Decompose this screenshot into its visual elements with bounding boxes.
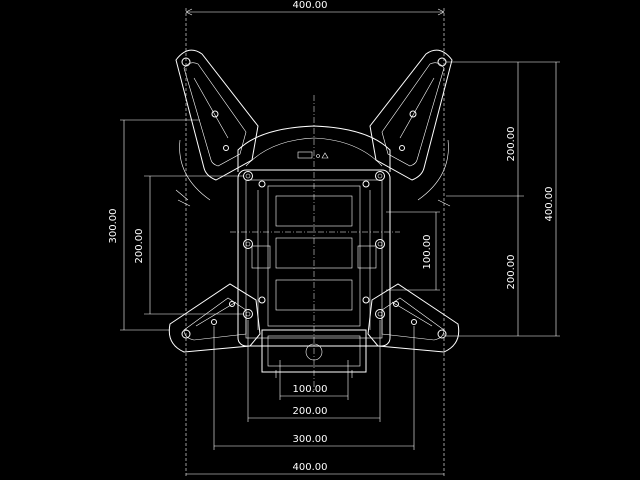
- dim-label-inner-100: 100.00: [422, 235, 433, 270]
- dimension-left-300: 300.00: [108, 119, 200, 331]
- dim-label-left-200: 200.00: [134, 229, 145, 264]
- dim-label-right-400: 400.00: [544, 187, 555, 222]
- dimension-bottom-400: 400.00: [186, 462, 444, 475]
- dimension-right-200-upper: 200.00: [446, 61, 560, 197]
- dimension-inner-100: 100.00: [386, 211, 440, 291]
- dimension-bottom-200: 200.00: [247, 320, 381, 422]
- lower-right-arm: [367, 283, 460, 353]
- central-frame: [237, 125, 391, 378]
- dimension-bottom-300: 300.00: [213, 326, 415, 450]
- dim-label-top-400: 400.00: [293, 0, 328, 11]
- dim-label-left-300: 300.00: [108, 209, 119, 244]
- dimension-right-400: 400.00: [544, 62, 557, 336]
- center-lines: [185, 8, 445, 476]
- dimension-top-400: 400.00: [185, 0, 445, 16]
- dimension-right-200-lower: 200.00: [446, 196, 560, 337]
- dim-label-bottom-100: 100.00: [293, 384, 328, 395]
- dim-label-bottom-300: 300.00: [293, 434, 328, 445]
- dim-label-right-200-upper: 200.00: [506, 127, 517, 162]
- dimension-left-200: 200.00: [134, 175, 244, 315]
- dim-label-right-200-lower: 200.00: [506, 255, 517, 290]
- dimension-bottom-100: 100.00: [279, 360, 349, 400]
- dim-label-bottom-200: 200.00: [293, 406, 328, 417]
- mounting-holes: [243, 171, 385, 319]
- dim-label-bottom-400: 400.00: [293, 462, 328, 473]
